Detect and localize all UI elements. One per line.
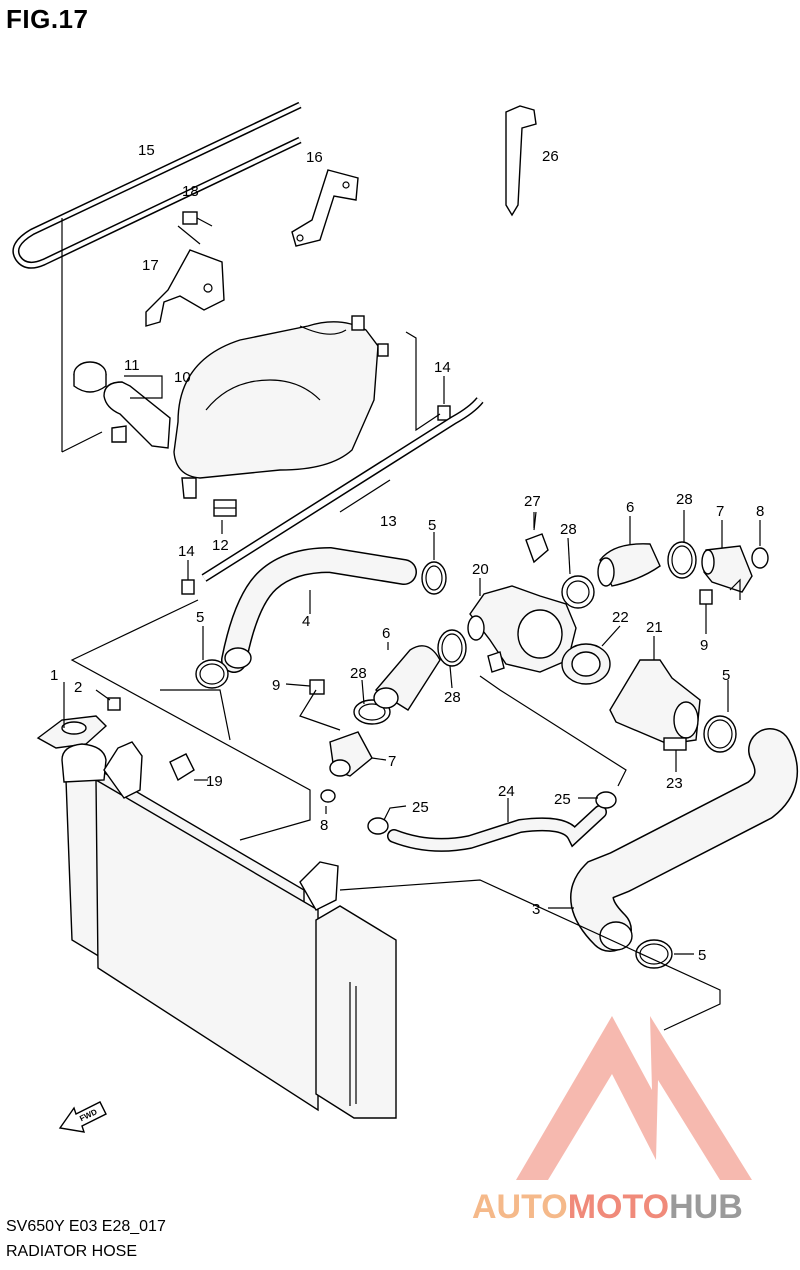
label-1: 1 bbox=[50, 667, 58, 684]
drain-plug-19[interactable] bbox=[169, 753, 195, 782]
bolt-9-upper[interactable] bbox=[699, 589, 713, 605]
bypass-hose-24[interactable] bbox=[387, 805, 607, 852]
label-25-right: 25 bbox=[554, 791, 571, 808]
label-28-d: 28 bbox=[350, 665, 367, 682]
label-4: 4 bbox=[302, 613, 310, 630]
o-ring-8-upper[interactable] bbox=[751, 547, 769, 569]
label-14-lower: 14 bbox=[178, 543, 195, 560]
label-28-b: 28 bbox=[676, 491, 693, 508]
label-20: 20 bbox=[472, 561, 489, 578]
label-5-d: 5 bbox=[698, 947, 706, 964]
temp-sensor-27[interactable] bbox=[525, 511, 549, 564]
reservoir-hose-15[interactable] bbox=[12, 101, 302, 269]
thermostat-22[interactable] bbox=[561, 643, 611, 685]
label-7-lower: 7 bbox=[388, 753, 396, 770]
clamp-5-c[interactable] bbox=[703, 715, 737, 753]
clamp-28-c[interactable] bbox=[437, 629, 467, 667]
fastener-26[interactable] bbox=[505, 105, 537, 217]
bracket-16[interactable] bbox=[291, 169, 359, 247]
bolt-9-lower[interactable] bbox=[309, 679, 325, 695]
label-27: 27 bbox=[524, 493, 541, 510]
label-8-lower: 8 bbox=[320, 817, 328, 834]
clip-25-left[interactable] bbox=[367, 817, 389, 835]
label-5-b: 5 bbox=[196, 609, 204, 626]
clamp-14-lower[interactable] bbox=[181, 579, 195, 595]
clamp-28-a[interactable] bbox=[561, 575, 595, 609]
label-9-upper: 9 bbox=[700, 637, 708, 654]
overflow-hose-13[interactable] bbox=[201, 397, 484, 582]
label-5-a: 5 bbox=[428, 517, 436, 534]
label-6-upper: 6 bbox=[626, 499, 634, 516]
model-code: SV650Y E03 E28_017 bbox=[6, 1218, 166, 1235]
clip-25-right[interactable] bbox=[595, 791, 617, 809]
label-2: 2 bbox=[74, 679, 82, 696]
part-labels: 15 16 26 18 17 11 10 14 13 12 14 5 4 5 2… bbox=[50, 142, 764, 964]
radiator-cap-1[interactable] bbox=[36, 715, 108, 749]
label-3: 3 bbox=[532, 901, 540, 918]
bolt-12[interactable] bbox=[213, 499, 237, 517]
bolt-23[interactable] bbox=[663, 737, 687, 751]
fwd-arrow-icon: FWD bbox=[58, 1101, 107, 1133]
label-7-upper: 7 bbox=[716, 503, 724, 520]
label-26: 26 bbox=[542, 148, 559, 165]
label-10: 10 bbox=[174, 369, 191, 386]
label-18: 18 bbox=[182, 183, 199, 200]
hose-6-upper[interactable] bbox=[597, 543, 661, 587]
reservoir-tank-10[interactable] bbox=[103, 315, 389, 499]
label-22: 22 bbox=[612, 609, 629, 626]
radiator[interactable] bbox=[61, 741, 397, 1119]
label-28-c: 28 bbox=[444, 689, 461, 706]
clamp-14-upper[interactable] bbox=[437, 405, 451, 421]
label-28-a: 28 bbox=[560, 521, 577, 538]
label-5-c: 5 bbox=[722, 667, 730, 684]
bracket-17[interactable] bbox=[145, 249, 225, 327]
thermostat-cover-21[interactable] bbox=[609, 659, 701, 745]
label-8-upper: 8 bbox=[756, 503, 764, 520]
fitting-7-upper[interactable] bbox=[701, 545, 753, 593]
bolt-18[interactable] bbox=[182, 211, 213, 227]
fitting-7-lower[interactable] bbox=[329, 731, 373, 777]
label-25-left: 25 bbox=[412, 799, 429, 816]
label-15: 15 bbox=[138, 142, 155, 159]
hose-6-lower[interactable] bbox=[373, 645, 441, 711]
o-ring-8-lower[interactable] bbox=[320, 789, 336, 803]
thermostat-housing-20[interactable] bbox=[467, 585, 577, 673]
label-16: 16 bbox=[306, 149, 323, 166]
label-24: 24 bbox=[498, 783, 515, 800]
label-13: 13 bbox=[380, 513, 397, 530]
label-11: 11 bbox=[124, 357, 140, 374]
label-12: 12 bbox=[212, 537, 229, 554]
section-name: RADIATOR HOSE bbox=[6, 1243, 137, 1260]
clamp-28-b[interactable] bbox=[667, 541, 697, 579]
label-9-lower: 9 bbox=[272, 677, 280, 694]
label-6-lower: 6 bbox=[382, 625, 390, 642]
reservoir-cap-11[interactable] bbox=[73, 361, 107, 393]
label-19: 19 bbox=[206, 773, 223, 790]
screw-2[interactable] bbox=[107, 697, 121, 711]
label-14-upper: 14 bbox=[434, 359, 451, 376]
radiator-hose-3[interactable] bbox=[570, 728, 798, 952]
leader-lines bbox=[61, 218, 761, 1031]
figure-title: FIG.17 bbox=[6, 4, 89, 34]
clamp-5-d[interactable] bbox=[635, 939, 673, 969]
label-21: 21 bbox=[646, 619, 663, 636]
label-23: 23 bbox=[666, 775, 683, 792]
radiator-hose-4[interactable] bbox=[221, 546, 417, 673]
clamp-5-a[interactable] bbox=[421, 561, 447, 595]
clamp-5-b[interactable] bbox=[195, 659, 229, 689]
label-17: 17 bbox=[142, 257, 159, 274]
